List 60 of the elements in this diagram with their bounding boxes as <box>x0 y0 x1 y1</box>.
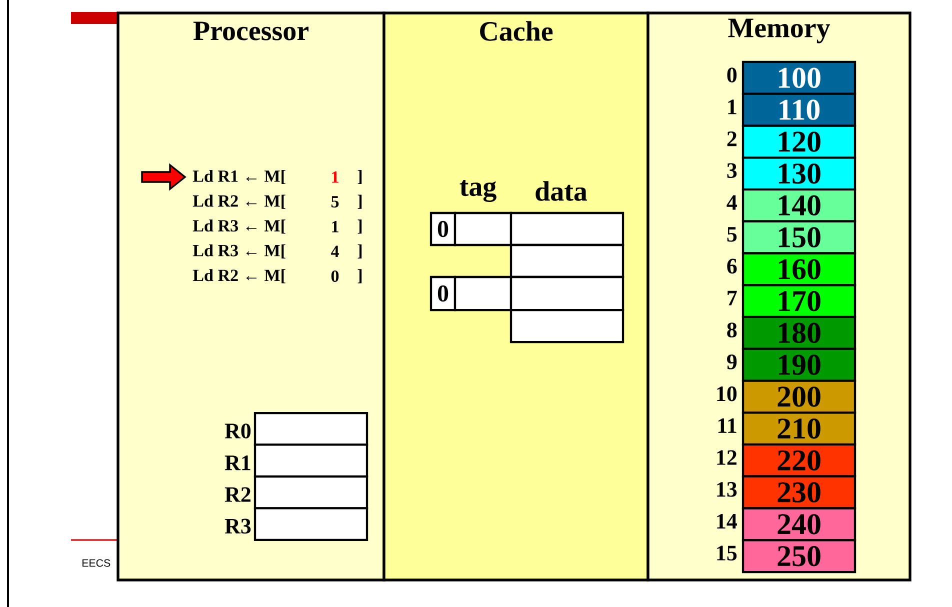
data-cell <box>510 276 624 312</box>
column-header: tag <box>460 180 496 202</box>
bracket-text: ] <box>358 220 362 234</box>
bracket-text: ] <box>358 269 362 284</box>
instruction: Ld R3 ← M[ <box>192 220 286 234</box>
memory-cell: 220 <box>742 443 856 478</box>
memory-cell: 250 <box>742 539 856 574</box>
register-label: R0 <box>224 424 251 438</box>
memory-cell: 160 <box>742 252 856 286</box>
address-label: 4 <box>726 195 737 210</box>
memory-cell: 110 <box>742 92 856 127</box>
data-cell <box>510 244 624 278</box>
register-label: R2 <box>224 487 250 502</box>
address-operand: 4 <box>330 246 339 258</box>
address-label: 10 <box>717 386 737 402</box>
address-label: 9 <box>727 354 737 370</box>
memory-cell: 200 <box>742 380 856 414</box>
memory-cell: 150 <box>742 220 856 254</box>
address-label: 3 <box>727 163 737 178</box>
address-label: 1 <box>728 100 736 114</box>
instruction: Ld R2 ← M[ <box>192 194 286 209</box>
address-label: 14 <box>717 514 737 528</box>
address-label: 11 <box>718 418 736 433</box>
instruction: Ld R1 ← M[ <box>192 170 286 184</box>
memory-cell: 210 <box>742 412 856 446</box>
instruction: Ld R3 ← M[ <box>192 244 286 258</box>
bracket-text: ] <box>358 244 362 258</box>
memory-cell: 130 <box>742 156 856 191</box>
address-operand: 5 <box>331 196 339 208</box>
address-label: 12 <box>717 450 736 465</box>
address-label: 6 <box>727 258 737 274</box>
memory-cell: 120 <box>742 124 856 159</box>
register-label: R3 <box>224 518 251 534</box>
memory-cell: 100 <box>742 60 856 95</box>
memory-cell: 180 <box>742 316 856 350</box>
valid-bit-cell: 0 <box>430 276 456 312</box>
address-label: 0 <box>727 68 737 82</box>
column-header: data <box>536 181 588 201</box>
data-cell <box>510 308 624 344</box>
address-operand: 1 <box>332 220 338 232</box>
address-label: 15 <box>717 546 737 560</box>
address-label: 8 <box>727 322 737 338</box>
bracket-text: ] <box>358 194 362 209</box>
address-label: 13 <box>717 482 737 497</box>
instruction: Ld R2 ← M[ <box>192 269 286 284</box>
register-label: R1 <box>224 456 250 470</box>
valid-bit-cell: 0 <box>430 212 456 246</box>
memory-cell: 240 <box>742 507 856 542</box>
address-operand: 1 <box>332 171 338 183</box>
memory-cell: 140 <box>742 188 856 222</box>
data-cell <box>510 212 624 246</box>
address-operand: 0 <box>331 270 339 282</box>
bracket-text: ] <box>358 170 362 184</box>
memory-cell: 190 <box>742 348 856 382</box>
address-label: 7 <box>728 290 737 306</box>
footer-text: EECS <box>82 559 110 567</box>
memory-cell: 170 <box>742 284 856 318</box>
memory-cell: 230 <box>742 475 856 510</box>
address-label: 2 <box>727 132 736 146</box>
address-label: 5 <box>727 227 737 242</box>
